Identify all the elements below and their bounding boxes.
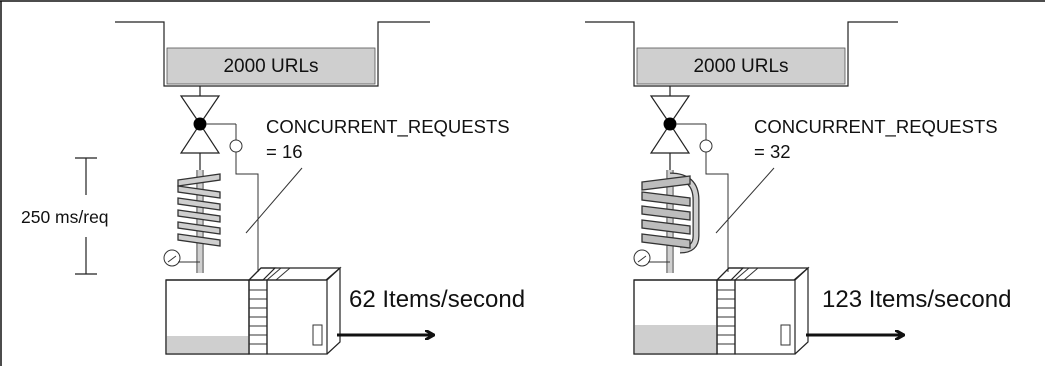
right-concurrency-value: = 32 bbox=[754, 141, 791, 162]
right-url-hopper: 2000 URLs bbox=[585, 21, 898, 87]
left-coil-bracket bbox=[235, 152, 259, 272]
left-machine-slots bbox=[249, 289, 267, 345]
left-concurrency-pointer bbox=[245, 167, 303, 234]
right-gauge bbox=[633, 249, 670, 267]
left-queue-fill bbox=[166, 47, 376, 85]
right-queue-fill bbox=[636, 47, 846, 85]
left-queue-label: 2000 URLs bbox=[223, 56, 318, 77]
left-valve-knob bbox=[193, 117, 207, 131]
right-coil-bracket bbox=[705, 152, 729, 272]
right-coil bbox=[641, 170, 700, 273]
right-machine-handle bbox=[780, 324, 791, 346]
right-machine-slots bbox=[717, 289, 735, 345]
left-concurrency-value: = 16 bbox=[266, 141, 303, 162]
left-machine bbox=[165, 266, 342, 355]
left-machine-fill bbox=[166, 336, 249, 354]
right-coil-turns bbox=[641, 175, 691, 249]
left-machine-handle bbox=[312, 324, 323, 346]
right-machine bbox=[633, 266, 810, 355]
left-system: 2000 URLs bbox=[21, 21, 525, 355]
left-throughput-label: 62 Items/second bbox=[349, 286, 525, 313]
right-machine-fill bbox=[634, 325, 717, 354]
right-valve bbox=[649, 86, 713, 170]
left-url-hopper: 2000 URLs bbox=[115, 21, 430, 87]
right-queue-label: 2000 URLs bbox=[693, 56, 788, 77]
right-valve-knob bbox=[663, 117, 677, 131]
right-concurrency-label: CONCURRENT_REQUESTS bbox=[754, 116, 998, 138]
left-coil-turns bbox=[177, 173, 221, 247]
left-coil bbox=[177, 170, 221, 273]
left-latency-label: 250 ms/req bbox=[21, 207, 109, 227]
right-valve-sensor bbox=[699, 139, 713, 153]
left-valve-sensor bbox=[229, 139, 243, 153]
left-concurrency-label: CONCURRENT_REQUESTS bbox=[266, 116, 510, 138]
left-gauge bbox=[163, 249, 200, 267]
right-throughput-label: 123 Items/second bbox=[822, 286, 1011, 313]
right-concurrency-pointer bbox=[715, 167, 775, 234]
left-latency-bracket bbox=[75, 157, 97, 275]
right-system: 2000 URLs bbox=[585, 21, 1011, 355]
left-valve bbox=[179, 86, 243, 170]
